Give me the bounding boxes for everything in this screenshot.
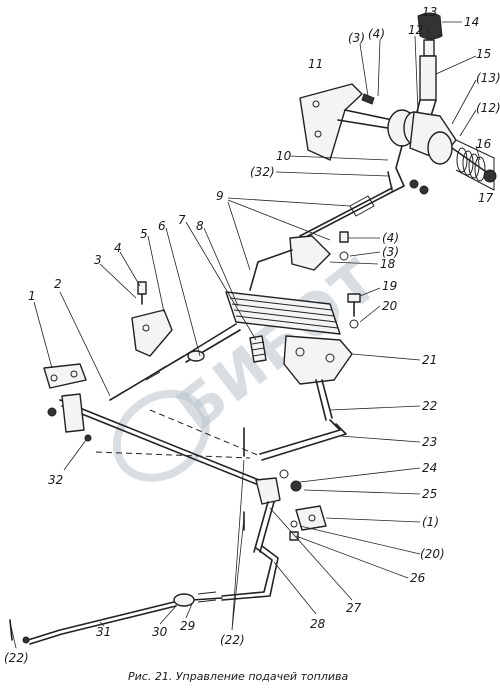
- rod-31: [9, 601, 177, 645]
- bracket-5: [131, 281, 173, 357]
- label-28: 28: [310, 617, 326, 631]
- label-25: 25: [422, 487, 437, 501]
- lever-27: [253, 469, 302, 553]
- label-20: 20: [382, 299, 398, 313]
- label-32: 32: [48, 473, 63, 487]
- label-26: 26: [410, 571, 426, 585]
- bracket-1: [43, 363, 87, 389]
- label-10: 10: [276, 149, 292, 163]
- leader-lines: [9, 21, 481, 649]
- label-27: 27: [346, 601, 362, 615]
- label-32-paren-upper: (32): [250, 165, 275, 179]
- label-19: 19: [382, 279, 397, 293]
- rod-22-23: [259, 419, 347, 461]
- label-20-paren: (20): [420, 547, 445, 561]
- label-22: 22: [422, 399, 437, 413]
- spring-16: [456, 147, 486, 182]
- label-5: 5: [140, 227, 148, 241]
- label-4-upper: (4): [368, 27, 385, 41]
- label-3: 3: [94, 253, 102, 267]
- label-7: 7: [178, 213, 186, 227]
- spring-7: [249, 335, 267, 363]
- shaft-2: [47, 393, 277, 493]
- label-1-paren: (1): [422, 515, 439, 529]
- part-labels: 14 13 12 (4) (3) 11 15 (13) (12) 16 17 1…: [4, 5, 500, 665]
- bracket-11: [299, 83, 403, 161]
- label-3-mid: (3): [382, 245, 399, 259]
- label-12-paren: (12): [476, 101, 500, 115]
- label-4-mid: (4): [382, 231, 399, 245]
- label-17: 17: [478, 191, 494, 205]
- rod-9: [249, 187, 393, 291]
- label-16: 16: [476, 137, 492, 151]
- label-11: 11: [308, 57, 323, 71]
- rod-28: [221, 545, 279, 601]
- adjuster-29-30: [173, 591, 223, 607]
- label-6: 6: [158, 219, 166, 233]
- watermark: БИБОТ: [112, 245, 392, 482]
- label-13-paren: (13): [476, 71, 500, 85]
- label-8: 8: [196, 219, 204, 233]
- label-22-paren-left: (22): [4, 651, 29, 665]
- label-12: 12: [408, 23, 423, 37]
- rod-6: [109, 323, 241, 401]
- pivot-assembly: [387, 109, 497, 191]
- label-31: 31: [96, 625, 111, 639]
- pedal-8: [225, 291, 341, 335]
- label-1: 1: [28, 289, 36, 303]
- label-29: 29: [180, 619, 195, 633]
- plate-1: [289, 505, 327, 541]
- lever-10: [387, 145, 429, 195]
- label-24: 24: [422, 461, 437, 475]
- figure-caption: Рис. 21. Управление подачей топлива: [128, 670, 348, 683]
- label-9: 9: [216, 189, 224, 203]
- bracket-21: [283, 335, 353, 421]
- label-14: 14: [464, 15, 479, 29]
- hidden-linkage: [95, 409, 261, 459]
- label-21: 21: [422, 353, 437, 367]
- label-4: 4: [114, 241, 122, 255]
- label-15: 15: [476, 47, 491, 61]
- label-3-upper: (3): [348, 31, 365, 45]
- label-13: 13: [422, 5, 437, 19]
- fasteners-upper: [339, 231, 361, 329]
- label-2: 2: [54, 277, 62, 291]
- label-18: 18: [380, 257, 396, 271]
- label-30: 30: [152, 625, 168, 639]
- label-23: 23: [422, 435, 437, 449]
- watermark-text: БИБОТ: [164, 245, 392, 444]
- label-22-paren-center: (22): [220, 633, 245, 647]
